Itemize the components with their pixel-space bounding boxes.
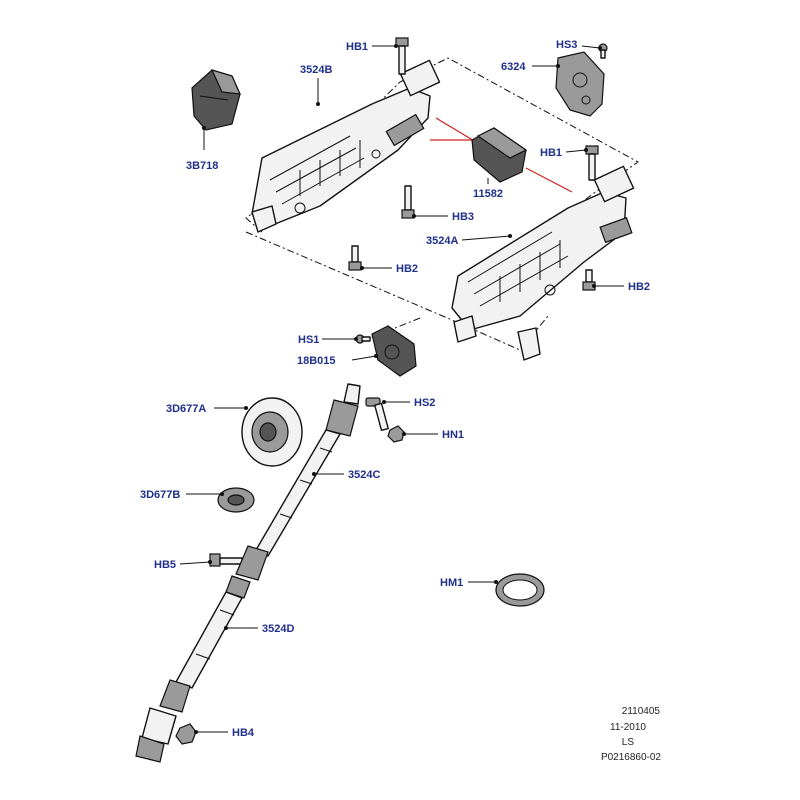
label-3524c: 3524C (348, 469, 380, 481)
shaft-3524d (135, 575, 251, 763)
label-3b718: 3B718 (186, 160, 218, 172)
label-hb5: HB5 (154, 559, 176, 571)
ref-code: 2110405 (622, 706, 661, 717)
screw-hs1 (355, 334, 371, 344)
label-hs1: HS1 (298, 334, 319, 346)
label-3524d: 3524D (262, 623, 294, 635)
bolt-hs2 (365, 397, 389, 432)
label-hb1-top: HB1 (346, 41, 368, 53)
boot-3d677a (241, 397, 303, 467)
label-hb1-right: HB1 (540, 147, 562, 159)
label-3524a: 3524A (426, 235, 458, 247)
label-3524b: 3524B (300, 64, 332, 76)
screw-hs3 (598, 43, 608, 59)
label-3d677b: 3D677B (140, 489, 180, 501)
red-line-lower (525, 167, 573, 193)
label-hb4: HB4 (232, 727, 255, 739)
label-hm1: HM1 (440, 577, 463, 589)
module-11582 (471, 127, 528, 183)
leader-lines (179, 45, 624, 733)
nut-hn1 (387, 425, 405, 443)
plate-6324 (555, 51, 605, 117)
bracket-18b015 (371, 325, 417, 377)
label-hs2: HS2 (414, 397, 435, 409)
label-hb2-right: HB2 (628, 281, 650, 293)
bolt-hb3 (401, 185, 415, 219)
steering-column-3524a (451, 165, 635, 361)
ref-date: 11-2010 (610, 722, 646, 733)
bolt-hb5 (209, 553, 243, 567)
nut-hb4 (175, 723, 197, 745)
reference-block: 2110405 11-2010 LS P0216860-02 (601, 706, 661, 763)
red-line-upper (435, 117, 477, 143)
seal-3d677b (217, 487, 255, 513)
bracket-outline (369, 317, 421, 339)
label-11582: 11582 (473, 188, 503, 200)
bolt-hb2-left (348, 245, 362, 271)
label-6324: 6324 (501, 61, 526, 73)
cover-3b718 (191, 69, 241, 131)
label-hb3: HB3 (452, 211, 474, 223)
bolts (175, 37, 608, 745)
shaft-3524c (235, 383, 361, 581)
ref-number: P0216860-02 (601, 752, 661, 763)
leader-dots (194, 44, 602, 734)
ref-ls: LS (622, 737, 635, 748)
bolt-hb1-top (395, 37, 409, 75)
label-3d677a: 3D677A (166, 403, 206, 415)
module-connection-lines (430, 117, 573, 193)
label-hn1: HN1 (442, 429, 464, 441)
steering-column-3524b (251, 59, 441, 233)
label-hs3: HS3 (556, 39, 577, 51)
label-hb2-left: HB2 (396, 263, 418, 275)
callout-labels: HB1 HS3 3524B 6324 3B718 HB1 11582 HB3 3… (140, 39, 650, 739)
ring-hm1 (495, 573, 545, 607)
bolt-hb1-right (585, 145, 599, 181)
label-18b015: 18B015 (297, 355, 336, 367)
